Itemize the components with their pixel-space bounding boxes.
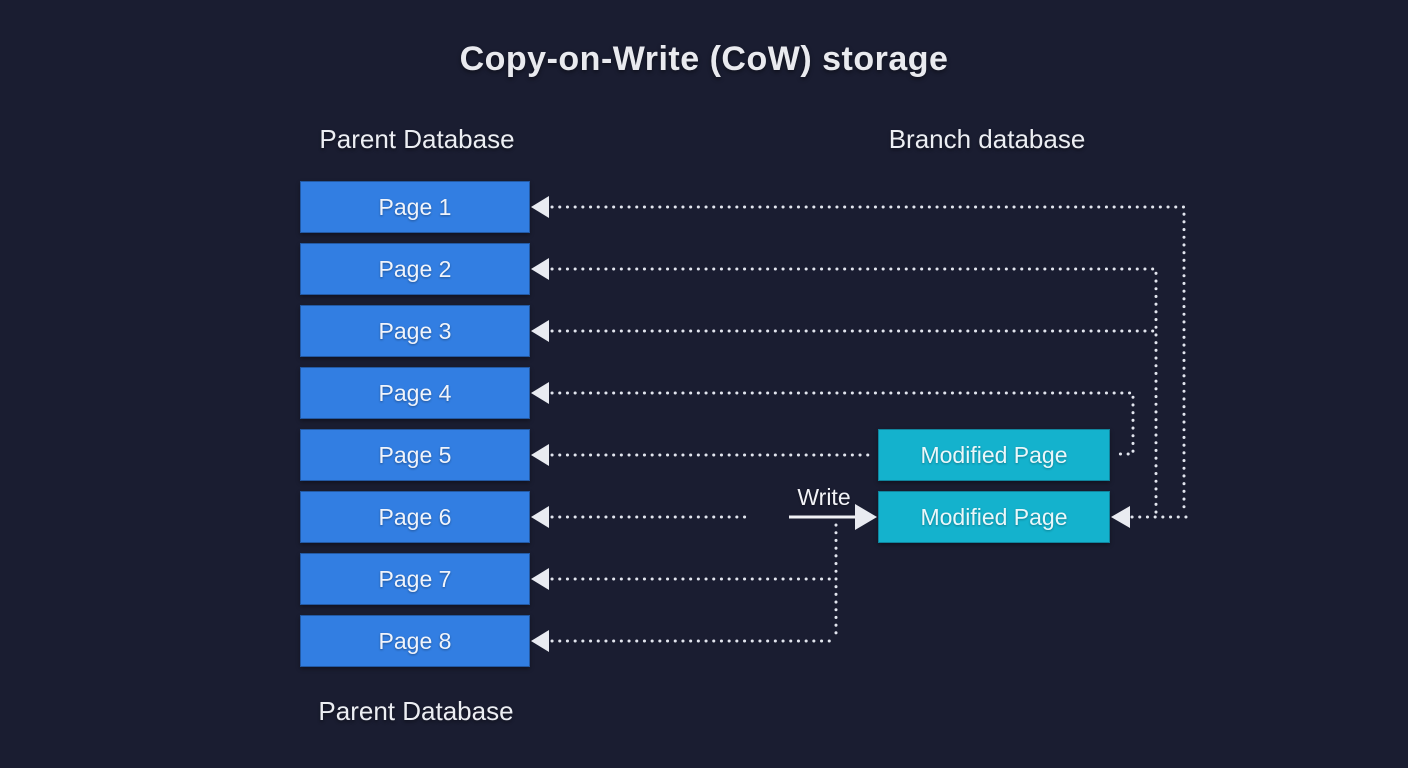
arrowhead-page-7 — [531, 568, 549, 590]
parent-page-box-8: Page 8 — [300, 615, 530, 667]
arrowhead-page-1 — [531, 196, 549, 218]
parent-database-footer: Parent Database — [318, 696, 514, 726]
parent-page-box-7: Page 7 — [300, 553, 530, 605]
modified-page-box-top: Modified Page — [878, 429, 1110, 481]
parent-page-box-6: Page 6 — [300, 491, 530, 543]
parent-page-box-2: Page 2 — [300, 243, 530, 295]
arrowhead-page-3 — [531, 320, 549, 342]
parent-page-box-1: Page 1 — [300, 181, 530, 233]
arrowhead-page-2 — [531, 258, 549, 280]
branch-database-header: Branch database — [888, 124, 1086, 154]
modified-page-box-bottom: Modified Page — [878, 491, 1110, 543]
arrowhead-modified-bottom — [1111, 506, 1130, 528]
arrowhead-page-4 — [531, 382, 549, 404]
parent-page-box-5: Page 5 — [300, 429, 530, 481]
page-title: Copy-on-Write (CoW) storage — [459, 40, 949, 78]
write-label: Write — [797, 484, 851, 510]
arrowhead-page-8 — [531, 630, 549, 652]
branch-modified-stack: Modified Page Modified Page — [878, 429, 1110, 543]
arrowhead-page-5 — [531, 444, 549, 466]
parent-page-box-4: Page 4 — [300, 367, 530, 419]
parent-database-header: Parent Database — [319, 124, 515, 154]
arrowhead-page-6 — [531, 506, 549, 528]
parent-page-stack: Page 1 Page 2 Page 3 Page 4 Page 5 Page … — [300, 181, 530, 667]
parent-page-box-3: Page 3 — [300, 305, 530, 357]
